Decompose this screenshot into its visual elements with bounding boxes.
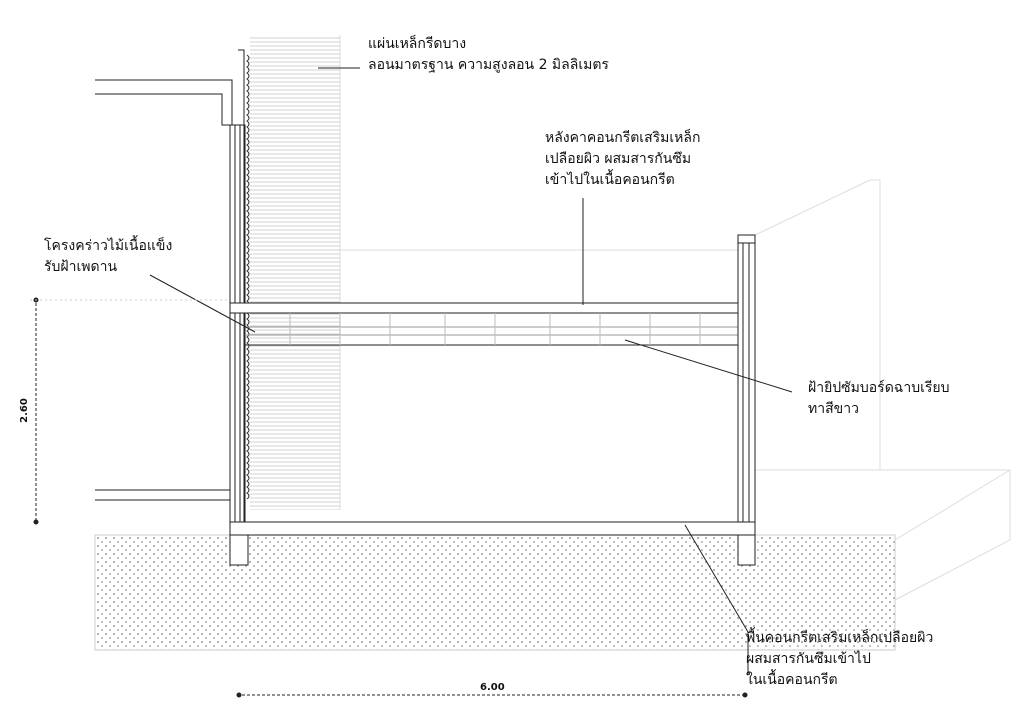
label-floor-slab: พื้นคอนกรีตเสริมเหล็กเปลือยผิว ผสมสารกัน…: [746, 628, 933, 691]
left-eave: [95, 79, 233, 501]
label-line: เข้าไปในเนื้อคอนกรีต: [545, 172, 675, 188]
label-line: แผ่นเหล็กรีดบาง: [368, 36, 467, 52]
ground-fill: [94, 534, 896, 651]
label-line: รับฝ้าเพดาน: [44, 259, 118, 275]
corrugated-sheet: [246, 54, 250, 500]
label-line: ลอนมาตรฐาน ความสูงลอน 2 มิลลิเมตร: [368, 57, 609, 73]
floor-slab: [229, 521, 756, 566]
metal-sheet-panel: [250, 35, 340, 510]
label-line: ทาสีขาว: [808, 401, 859, 417]
label-roof-slab: หลังคาคอนกรีตเสริมเหล็ก เปลือยผิว ผสมสาร…: [545, 128, 700, 191]
height-dimension: 2.60: [18, 398, 30, 423]
label-line: เปลือยผิว ผสมสารกันซึม: [545, 151, 692, 167]
label-line: ผสมสารกันซึมเข้าไป: [746, 651, 871, 667]
label-line: หลังคาคอนกรีตเสริมเหล็ก: [545, 130, 701, 146]
label-line: ฝ้ายิปซัมบอร์ดฉาบเรียบ: [808, 380, 950, 396]
label-ceiling-frame: โครงคร่าวไม้เนื้อแข็ง รับฝ้าเพดาน: [44, 236, 172, 278]
label-metal-sheet: แผ่นเหล็กรีดบาง ลอนมาตรฐาน ความสูงลอน 2 …: [368, 34, 609, 76]
label-line: พื้นคอนกรีตเสริมเหล็กเปลือยผิว: [746, 630, 934, 646]
label-line: ในเนื้อคอนกรีต: [746, 672, 838, 688]
left-wall: [229, 49, 246, 540]
width-dimension: 6.00: [480, 682, 505, 693]
leader-lines: [149, 67, 793, 675]
right-wall: [737, 234, 756, 566]
roof-slab: [229, 302, 751, 314]
background-context-lines: [339, 35, 1011, 601]
label-gypsum-ceiling: ฝ้ายิปซัมบอร์ดฉาบเรียบ ทาสีขาว: [808, 378, 949, 420]
ceiling-frame: [244, 312, 741, 346]
dimension-lines: [30, 297, 748, 698]
label-line: โครงคร่าวไม้เนื้อแข็ง: [44, 238, 173, 254]
